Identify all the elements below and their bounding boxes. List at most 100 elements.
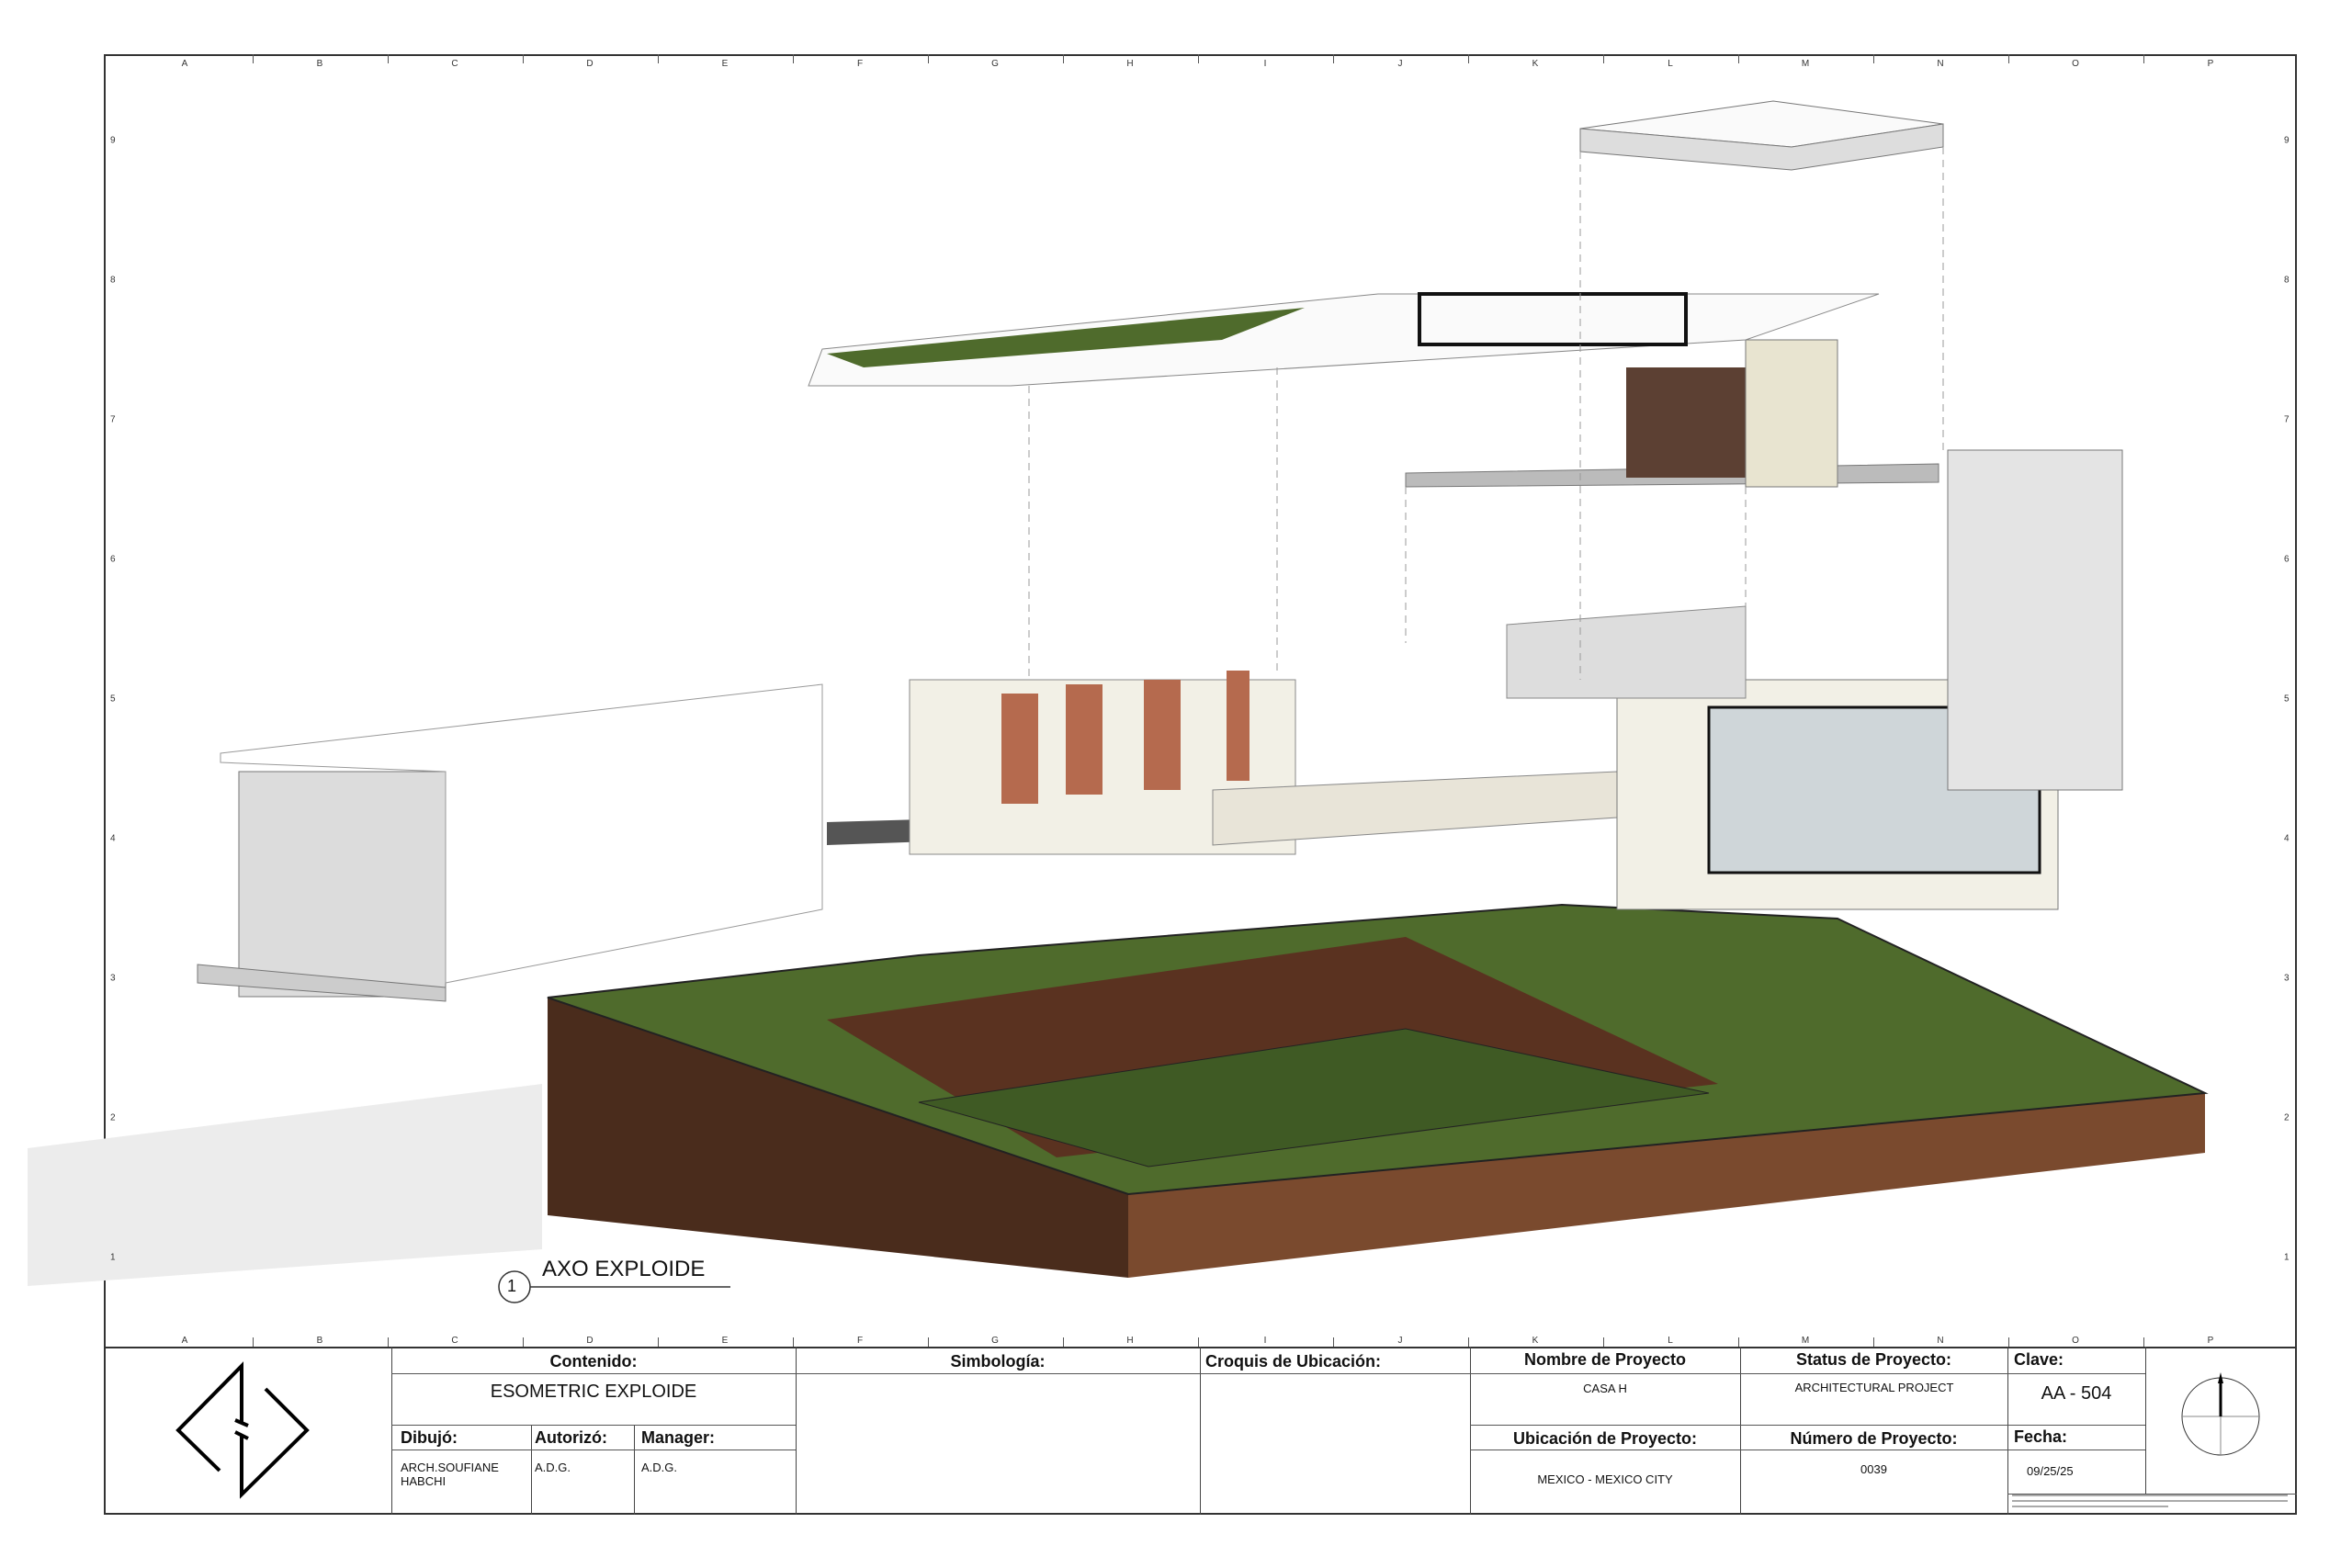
grid-column-label: C [451,59,458,69]
grid-tick [658,54,659,63]
grid-tick [253,1337,254,1347]
grid-column-label: O [2072,1336,2079,1346]
grid-row-label: 4 [110,833,116,844]
clave-label: Clave: [2014,1350,2064,1369]
brick-panel [1001,694,1038,804]
grid-column-label: D [586,1336,594,1346]
title-block-rule [391,1425,796,1426]
grid-column-label: K [1532,1336,1539,1346]
status-label: Status de Proyecto: [1795,1350,1952,1369]
grid-column-label: O [2072,59,2079,69]
grid-row-label: 2 [2284,1112,2290,1123]
grid-column-label: B [316,59,323,69]
grid-row-label: 3 [2284,973,2290,984]
grid-column-label: P [2207,1336,2214,1346]
nombre-value: CASA H [1583,1382,1627,1395]
grid-tick [1333,1337,1334,1347]
grid-row-label: 5 [2284,694,2290,705]
grid-row-label: 7 [110,414,116,425]
grid-row-label: 7 [2284,414,2290,425]
title-block-divider [1740,1347,1741,1515]
grid-tick [1063,54,1064,63]
grid-tick [2008,54,2009,63]
grid-tick [2143,54,2144,63]
grid-tick [1198,54,1199,63]
roof-railing [1418,292,1688,346]
fecha-value: 09/25/25 [2027,1464,2074,1478]
grid-tick [253,54,254,63]
simbologia-label: Simbología: [950,1352,1046,1371]
title-block-divider [1200,1347,1201,1515]
manager-value: A.D.G. [641,1461,678,1474]
ubicacion-value: MEXICO - MEXICO CITY [1537,1472,1673,1486]
manager-label: Manager: [641,1428,716,1447]
grid-column-label: I [1263,59,1267,69]
grid-tick [1468,1337,1469,1347]
right-tower-wall [1947,449,2123,791]
grid-tick [388,54,389,63]
grid-column-label: A [181,59,188,69]
view-number: 1 [507,1277,517,1295]
grid-tick [658,1337,659,1347]
grid-column-label: E [721,1336,729,1346]
grid-column-label: L [1668,59,1673,69]
grid-row-label: 6 [2284,554,2290,565]
grid-row-label: 6 [110,554,116,565]
grid-column-label: F [856,59,864,69]
title-block-divider [2145,1347,2146,1494]
grid-row-label: 1 [2284,1252,2290,1263]
grid-column-label: J [1397,59,1403,69]
fecha-label: Fecha: [2014,1427,2068,1446]
dibujo-label: Dibujó: [401,1428,458,1447]
grid-row-label: 3 [110,973,116,984]
autorizo-value: A.D.G. [535,1461,571,1474]
grid-column-label: H [1126,1336,1134,1346]
disclaimer-fine-print [2012,1495,2288,1507]
grid-column-label: G [991,59,999,69]
clave-value: AA - 504 [2041,1383,2112,1404]
title-block-divider [634,1425,635,1515]
grid-column-label: E [721,59,729,69]
roof-slab [808,293,1880,387]
grid-column-label: A [181,1336,188,1346]
north-arrow-icon [2181,1372,2260,1456]
numero-value: 0039 [1860,1462,1887,1476]
grid-column-label: K [1532,59,1539,69]
grid-tick [2008,1337,2009,1347]
contenido-value: ESOMETRIC EXPLOIDE [490,1382,697,1402]
autorizo-label: Autorizó: [535,1428,607,1447]
stair-block [1506,605,1747,699]
left-wall-panel [238,771,447,998]
grid-tick [1063,1337,1064,1347]
grid-tick [1738,1337,1739,1347]
grid-tick [1738,54,1739,63]
grid-column-label: M [1801,59,1810,69]
grid-row-label: 9 [110,135,116,146]
grid-tick [928,1337,929,1347]
title-block-rule [1470,1373,2145,1374]
terrain-left-face [548,998,1128,1278]
grid-row-label: 5 [110,694,116,705]
grid-tick [1333,54,1334,63]
grid-column-label: N [1937,59,1944,69]
title-block-rule [391,1373,1659,1374]
grid-tick [388,1337,389,1347]
grid-tick [1873,54,1874,63]
grid-column-label: J [1397,1336,1403,1346]
brick-panel [1227,671,1250,781]
title-block-rule [1470,1425,2145,1426]
grid-row-label: 4 [2284,833,2290,844]
grid-row-label: 1 [110,1252,116,1263]
grid-tick [1198,1337,1199,1347]
left-wall-top [220,683,823,984]
grid-row-label: 2 [110,1112,116,1123]
grid-row-label: 8 [110,275,116,286]
green-roof [827,308,1305,367]
ground-shadow [28,1084,542,1286]
grid-column-label: H [1126,59,1134,69]
brick-panel [1066,684,1102,795]
grid-column-label: G [991,1336,999,1346]
croquis-label: Croquis de Ubicación: [1205,1352,1382,1371]
status-value: ARCHITECTURAL PROJECT [1794,1381,1954,1394]
